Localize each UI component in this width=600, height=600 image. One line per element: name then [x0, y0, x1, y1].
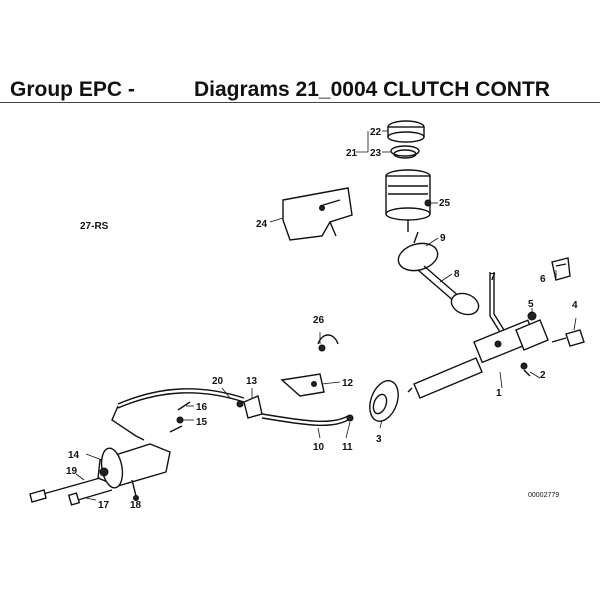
hose-holder[interactable]	[317, 334, 339, 352]
fluid-reservoir[interactable]	[385, 169, 432, 232]
label-3: 3	[376, 434, 382, 445]
spring-clip[interactable]	[551, 257, 571, 281]
label-23: 23	[370, 148, 382, 159]
label-13: 13	[246, 376, 258, 387]
title-divider	[0, 102, 600, 103]
master-cylinder[interactable]	[407, 319, 549, 399]
label-18: 18	[130, 500, 142, 511]
bolt[interactable]	[551, 329, 585, 347]
bracket[interactable]	[282, 187, 353, 241]
bleeder-valve[interactable]	[169, 401, 191, 433]
rubber-boot[interactable]	[365, 377, 404, 425]
top-bar	[0, 0, 600, 58]
label-10: 10	[313, 442, 325, 453]
label-15: 15	[196, 417, 208, 428]
label-14: 14	[68, 450, 80, 461]
hose-bracket[interactable]	[280, 373, 325, 397]
clutch-line[interactable]	[111, 388, 245, 441]
retaining-clip[interactable]	[243, 395, 263, 419]
reference-number: 00002779	[528, 492, 559, 499]
label-17: 17	[98, 500, 110, 511]
label-12: 12	[342, 378, 354, 389]
nut[interactable]	[527, 311, 537, 321]
slave-cylinder[interactable]	[97, 443, 171, 489]
label-21: 21	[346, 148, 358, 159]
label-20: 20	[212, 376, 224, 387]
label-7: 7	[490, 272, 496, 283]
pushrod[interactable]	[29, 477, 101, 503]
part-labels: 22 21 23 25 24 9 8 7 6 5 4 1 2 3 26 12 1…	[66, 127, 578, 511]
label-25: 25	[439, 198, 451, 209]
group-title: Group EPC -	[10, 78, 135, 101]
label-4: 4	[572, 300, 578, 311]
label-6: 6	[540, 274, 546, 285]
mounting-bolt[interactable]	[520, 362, 531, 377]
diagram-title: Diagrams 21_0004 CLUTCH CONTR	[194, 78, 550, 101]
feed-pipe[interactable]	[489, 272, 505, 333]
label-19: 19	[66, 466, 78, 477]
reservoir-hose[interactable]	[395, 231, 481, 318]
screw[interactable]	[131, 479, 139, 501]
variant-label: 27-RS	[80, 221, 109, 232]
label-24: 24	[256, 219, 268, 230]
reservoir-cap[interactable]	[387, 120, 425, 143]
label-5: 5	[528, 299, 534, 310]
label-2: 2	[540, 370, 546, 381]
label-16: 16	[196, 402, 208, 413]
label-8: 8	[454, 269, 460, 280]
leader-lines	[75, 130, 577, 501]
label-26: 26	[313, 315, 325, 326]
label-9: 9	[440, 233, 446, 244]
label-11: 11	[342, 442, 353, 453]
hex-bolt[interactable]	[67, 489, 113, 506]
reservoir-seal[interactable]	[390, 145, 420, 159]
label-22: 22	[370, 127, 382, 138]
pressure-hose[interactable]	[261, 413, 354, 427]
label-1: 1	[496, 388, 502, 399]
